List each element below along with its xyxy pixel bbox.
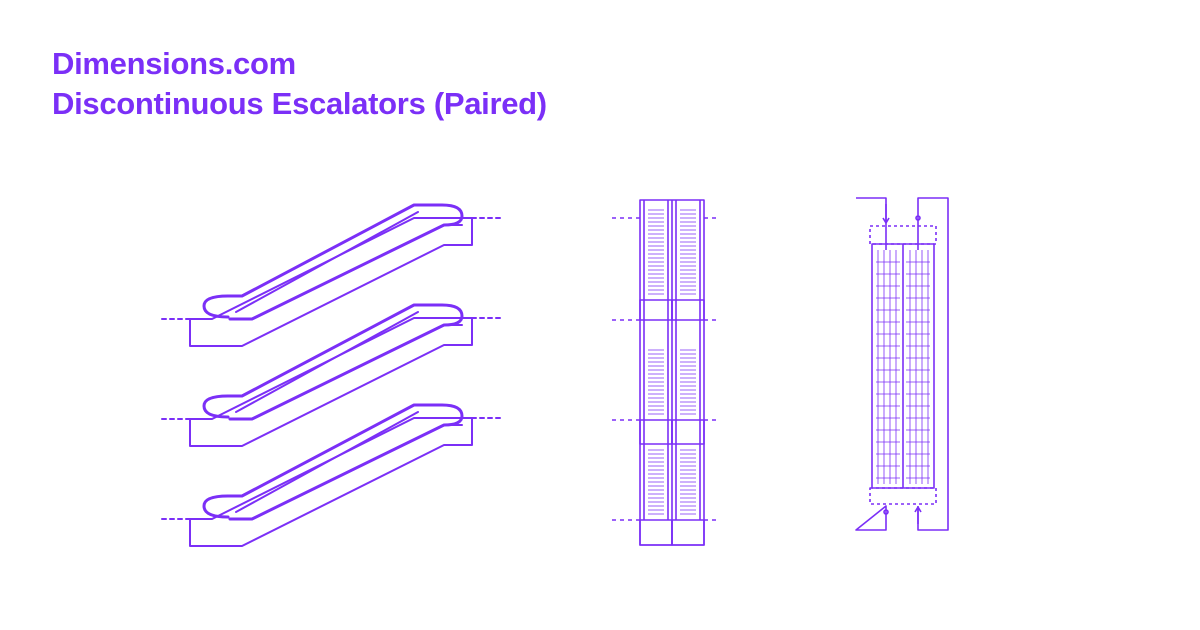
escalator-section-view [612, 199, 720, 546]
escalator-plan-view [855, 197, 949, 531]
page-title: Discontinuous Escalators (Paired) [52, 86, 547, 121]
site-name: Dimensions.com [52, 46, 296, 81]
escalator-elevation-view [160, 203, 504, 548]
escalator-flight-3 [160, 403, 504, 548]
page-header: Dimensions.com Discontinuous Escalators … [52, 44, 547, 124]
